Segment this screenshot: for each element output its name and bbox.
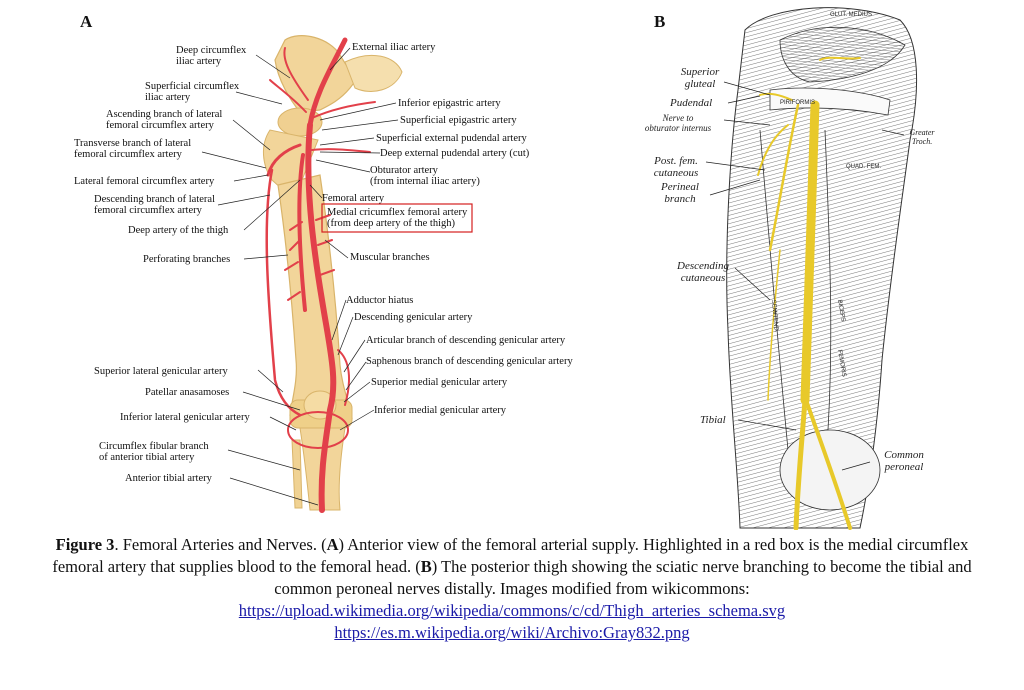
label-superior-lateral-genicular: Superior lateral genicular artery — [94, 366, 228, 377]
source-link-1[interactable]: https://upload.wikimedia.org/wikipedia/c… — [239, 601, 785, 620]
label-superior-medial-genicular: Superior medial genicular artery — [371, 377, 507, 388]
label-transverse-branch-lateral: Transverse branch of lateral femoral cir… — [74, 138, 191, 160]
caption-a-ref: A — [327, 535, 339, 554]
label-anterior-tibial: Anterior tibial artery — [125, 473, 212, 484]
label-circumflex-fibular: Circumflex fibular branch of anterior ti… — [99, 441, 209, 463]
label-deep-external-pudendal: Deep external pudendal artery (cut) — [380, 148, 529, 159]
label-deep-artery-thigh: Deep artery of the thigh — [128, 225, 228, 236]
label-saphenous-branch: Saphenous branch of descending genicular… — [366, 356, 573, 367]
muscle-label-quad-fem: QUAD. FEM. — [846, 164, 881, 170]
label-pudendal: Pudendal — [670, 97, 712, 109]
panel-a-femoral-arteries: A — [0, 0, 620, 530]
label-medial-circumflex-femoral: Medial cricumflex femoral artery (from d… — [327, 207, 467, 229]
panel-b-posterior-thigh: B — [620, 0, 1024, 530]
label-descending-branch-lateral: Descending branch of lateral femoral cir… — [94, 194, 215, 216]
femoral-artery-illustration — [0, 0, 620, 530]
label-obturator-artery: Obturator artery (from internal iliac ar… — [370, 165, 480, 187]
label-ascending-branch-lateral: Ascending branch of lateral femoral circ… — [106, 109, 222, 131]
label-descending-genicular: Descending genicular artery — [354, 312, 472, 323]
muscle-label-piriformis: PIRIFORMIS — [780, 100, 815, 106]
label-deep-circumflex-iliac: Deep circumflex iliac artery — [176, 45, 246, 67]
label-greater-troch: Greater Troch. — [902, 128, 942, 146]
figure-label: Figure 3 — [56, 535, 115, 554]
caption-b-ref: B — [421, 557, 432, 576]
caption-title: . Femoral Arteries and Nerves. ( — [114, 535, 326, 554]
figure-caption: Figure 3. Femoral Arteries and Nerves. (… — [30, 534, 994, 644]
label-superficial-epigastric: Superficial epigastric artery — [400, 115, 517, 126]
label-tibial: Tibial — [700, 414, 726, 426]
label-inferior-lateral-genicular: Inferior lateral genicular artery — [120, 412, 250, 423]
muscle-label-glut-medius: GLUT. MEDIUS — [830, 12, 872, 18]
label-inferior-medial-genicular: Inferior medial genicular artery — [374, 405, 506, 416]
label-descending-cutaneous: Descending cutaneous — [668, 260, 738, 284]
label-lateral-femoral-circumflex: Lateral femoral circumflex artery — [74, 176, 214, 187]
label-inferior-epigastric: Inferior epigastric artery — [398, 98, 501, 109]
label-superior-gluteal: Superior gluteal — [670, 66, 730, 90]
label-nerve-obturator-internus: Nerve to obturator internus — [628, 113, 728, 133]
label-superficial-external-pudendal: Superficial external pudendal artery — [376, 133, 527, 144]
label-patellar-anasamoses: Patellar anasamoses — [145, 387, 229, 398]
label-post-fem-cutaneous: Post. fem. cutaneous — [642, 155, 710, 179]
label-external-iliac: External iliac artery — [352, 42, 435, 53]
pudendal-path — [312, 149, 370, 152]
pubis-bone — [345, 55, 402, 91]
label-muscular-branches: Muscular branches — [350, 252, 430, 263]
label-adductor-hiatus: Adductor hiatus — [346, 295, 413, 306]
label-perineal-branch: Perineal branch — [650, 181, 710, 205]
label-femoral-artery: Femoral artery — [322, 193, 384, 204]
label-common-peroneal: Common peroneal — [872, 449, 936, 473]
femoral-head — [278, 108, 322, 136]
label-articular-branch: Articular branch of descending genicular… — [366, 335, 565, 346]
source-link-2[interactable]: https://es.m.wikipedia.org/wiki/Archivo:… — [334, 623, 689, 642]
label-superficial-circumflex-iliac: Superficial circumflex iliac artery — [145, 81, 239, 103]
label-perforating-branches: Perforating branches — [143, 254, 230, 265]
